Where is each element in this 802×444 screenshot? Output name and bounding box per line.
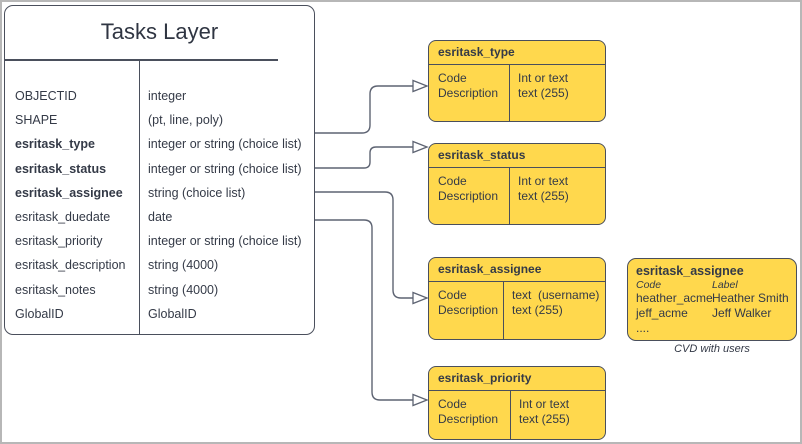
domain-box-esritask-assignee: esritask_assignee Code Description text … bbox=[428, 257, 606, 340]
field-type: (pt, line, poly) bbox=[148, 113, 224, 128]
field-row-esritask-priority: esritask_priority integer or string (cho… bbox=[5, 229, 314, 253]
domain-description-label: Description bbox=[438, 411, 499, 426]
domain-code-label: Code bbox=[438, 71, 467, 85]
domain-code-type: Int or text bbox=[518, 71, 569, 85]
cvd-code-value: jeff_acme bbox=[636, 305, 688, 320]
field-type: string (4000) bbox=[148, 258, 219, 273]
field-name: esritask_type bbox=[15, 137, 95, 152]
field-name: esritask_status bbox=[15, 161, 107, 176]
connector-esritask-status bbox=[315, 146, 413, 169]
domain-title: esritask_status bbox=[429, 144, 605, 168]
field-type: string (choice list) bbox=[148, 185, 246, 200]
field-row-globalid: GlobalID GlobalID bbox=[5, 302, 314, 326]
cvd-caption: CVD with users bbox=[674, 343, 750, 355]
field-name: GlobalID bbox=[15, 306, 64, 321]
field-row-objectid: OBJECTID integer bbox=[5, 84, 314, 108]
cvd-label-header: Label bbox=[712, 279, 738, 291]
domain-title: esritask_type bbox=[429, 41, 605, 65]
domain-code-type: text (username) bbox=[512, 288, 600, 302]
domain-title: esritask_assignee bbox=[429, 258, 605, 282]
domain-description-type: text (255) bbox=[519, 411, 570, 426]
field-row-esritask-type: esritask_type integer or string (choice … bbox=[5, 132, 314, 156]
cvd-label-value: Jeff Walker bbox=[712, 305, 772, 320]
domain-description-type: text (255) bbox=[518, 85, 569, 100]
field-type: date bbox=[148, 210, 173, 225]
field-name: esritask_duedate bbox=[15, 210, 111, 225]
field-name: esritask_notes bbox=[15, 282, 96, 297]
domain-description-label: Description bbox=[438, 85, 499, 100]
domain-description-label: Description bbox=[438, 188, 499, 203]
cvd-title: esritask_assignee bbox=[636, 264, 744, 278]
domain-title: esritask_priority bbox=[429, 367, 605, 391]
domain-box-esritask-priority: esritask_priority Code Description Int o… bbox=[428, 366, 606, 440]
domain-box-esritask-status: esritask_status Code Description Int or … bbox=[428, 143, 606, 225]
field-name: esritask_assignee bbox=[15, 185, 123, 200]
field-row-esritask-assignee: esritask_assignee string (choice list) bbox=[5, 181, 314, 205]
column-divider bbox=[139, 59, 141, 334]
entity-title: Tasks Layer bbox=[100, 19, 219, 44]
field-row-shape: SHAPE (pt, line, poly) bbox=[5, 108, 314, 132]
domain-column-divider bbox=[509, 65, 511, 121]
domain-column-divider bbox=[503, 282, 505, 339]
domain-description-type: text (255) bbox=[512, 302, 563, 317]
cvd-box-esritask-assignee: esritask_assignee Code Label heather_acm… bbox=[627, 258, 797, 341]
arrowhead-esritask-type bbox=[412, 79, 429, 93]
field-name: esritask_priority bbox=[15, 234, 103, 249]
arrowhead-esritask-priority bbox=[412, 393, 429, 407]
field-type: string (4000) bbox=[148, 282, 219, 297]
title-divider bbox=[5, 59, 278, 61]
field-row-esritask-description: esritask_description string (4000) bbox=[5, 253, 314, 277]
field-type: GlobalID bbox=[148, 306, 197, 321]
domain-box-esritask-type: esritask_type Code Description Int or te… bbox=[428, 40, 606, 122]
domain-code-label: Code bbox=[438, 174, 467, 188]
domain-code-label: Code bbox=[438, 397, 467, 411]
arrowhead-esritask-assignee bbox=[412, 291, 429, 305]
cvd-code-header: Code bbox=[636, 279, 662, 291]
domain-description-label: Description bbox=[438, 302, 499, 317]
field-row-esritask-status: esritask_status integer or string (choic… bbox=[5, 157, 314, 181]
field-row-esritask-duedate: esritask_duedate date bbox=[5, 205, 314, 229]
arrowhead-esritask-status bbox=[412, 140, 429, 154]
field-name: SHAPE bbox=[15, 113, 58, 128]
domain-column-divider bbox=[510, 391, 512, 439]
domain-code-type: Int or text bbox=[519, 397, 570, 411]
connector-esritask-priority bbox=[315, 219, 413, 401]
domain-column-divider bbox=[509, 168, 511, 224]
field-type: integer or string (choice list) bbox=[148, 234, 302, 249]
cvd-more-ellipsis: .... bbox=[636, 320, 650, 335]
connector-esritask-assignee bbox=[315, 191, 413, 299]
field-type: integer or string (choice list) bbox=[148, 137, 302, 152]
domain-code-type: Int or text bbox=[518, 174, 569, 188]
entity-tasks-layer: Tasks Layer OBJECTID integer SHAPE (pt, … bbox=[4, 5, 315, 335]
field-name: esritask_description bbox=[15, 258, 126, 273]
field-name: OBJECTID bbox=[15, 89, 77, 104]
connector-esritask-type bbox=[315, 85, 413, 134]
field-type: integer or string (choice list) bbox=[148, 161, 302, 176]
cvd-label-value: Heather Smith bbox=[712, 291, 789, 305]
domain-code-label: Code bbox=[438, 288, 467, 302]
domain-description-type: text (255) bbox=[518, 188, 569, 203]
cvd-table: Code Label heather_acme Heather Smith je… bbox=[636, 279, 796, 335]
field-row-esritask-notes: esritask_notes string (4000) bbox=[5, 278, 314, 302]
field-type: integer bbox=[148, 89, 187, 104]
cvd-code-value: heather_acme bbox=[636, 291, 713, 305]
field-list: OBJECTID integer SHAPE (pt, line, poly) … bbox=[5, 84, 314, 326]
